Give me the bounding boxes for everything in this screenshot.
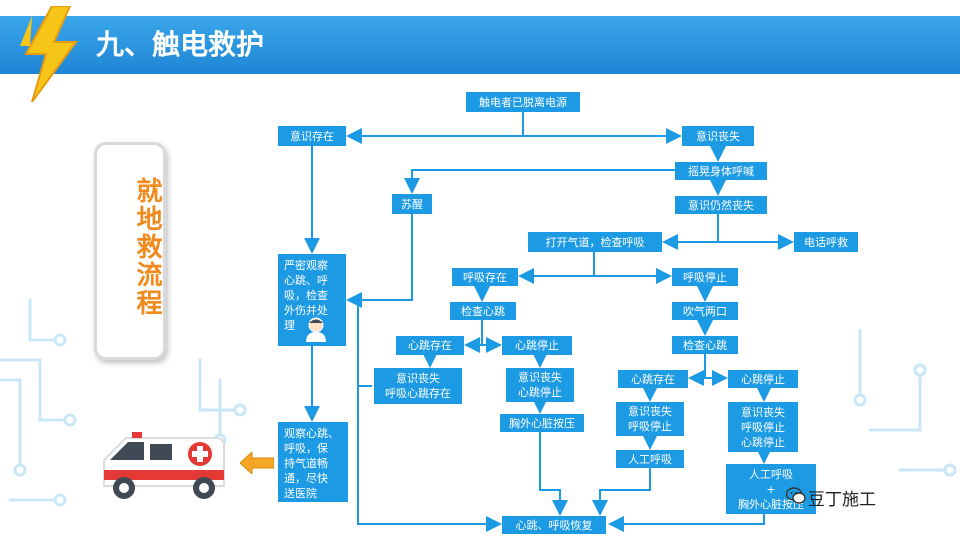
page-title: 九、触电救护 — [96, 28, 265, 61]
lightning-icon — [20, 6, 78, 102]
node-still-unconscious: 意识仍然丧失 — [675, 196, 767, 214]
node-recovery: 心跳、呼吸恢复 — [502, 516, 606, 534]
wechat-icon — [786, 487, 806, 504]
node-heartbeat-stopped-2: 心跳停止 — [728, 370, 798, 388]
left-arrow-icon — [240, 452, 274, 474]
node-respiration-plus-compression: 人工呼吸 + 胸外心脏按压 — [726, 464, 816, 514]
node-artificial-respiration: 人工呼吸 — [616, 450, 684, 468]
node-power-disconnected: 触电者已脱离电源 — [466, 92, 580, 112]
node-two-breaths: 吹气两口 — [672, 302, 738, 320]
node-unconscious-breathing-stopped: 意识丧失 呼吸停止 — [616, 402, 684, 436]
brand-watermark: 豆丁施工 — [808, 490, 876, 510]
node-conscious: 意识存在 — [278, 126, 346, 146]
node-unconscious: 意识丧失 — [682, 126, 754, 146]
procedure-label: 就地救流程 — [132, 177, 162, 317]
node-heartbeat-stopped: 心跳停止 — [502, 336, 572, 355]
node-unconscious-heart-stopped: 意识丧失 心跳停止 — [506, 368, 574, 402]
node-chest-compression: 胸外心脏按压 — [500, 414, 584, 432]
node-unconscious-vitals-present: 意识丧失 呼吸心跳存在 — [374, 368, 462, 404]
procedure-label-card: 就地救流程 — [94, 142, 166, 360]
node-revived: 苏醒 — [392, 194, 432, 214]
node-send-to-hospital: 观察心跳、 呼吸，保 持气道畅 通，尽快 送医院 — [278, 422, 348, 502]
node-unconscious-all-stopped: 意识丧失 呼吸停止 心跳停止 — [728, 402, 798, 452]
node-shake-and-call: 摇晃身体呼喊 — [675, 162, 767, 180]
node-breathing-present: 呼吸存在 — [452, 268, 518, 286]
node-check-heartbeat: 检查心跳 — [450, 302, 516, 320]
node-breathing-stopped: 呼吸停止 — [672, 268, 738, 286]
node-call-emergency: 电话呼救 — [794, 232, 858, 252]
node-heartbeat-present: 心跳存在 — [396, 336, 464, 355]
doctor-icon — [306, 317, 326, 342]
node-heartbeat-present-2: 心跳存在 — [618, 370, 688, 388]
ambulance-icon — [103, 432, 225, 499]
node-open-airway: 打开气道，检查呼吸 — [528, 232, 662, 252]
header-bar — [0, 16, 960, 74]
node-check-heartbeat-2: 检查心跳 — [672, 336, 738, 354]
